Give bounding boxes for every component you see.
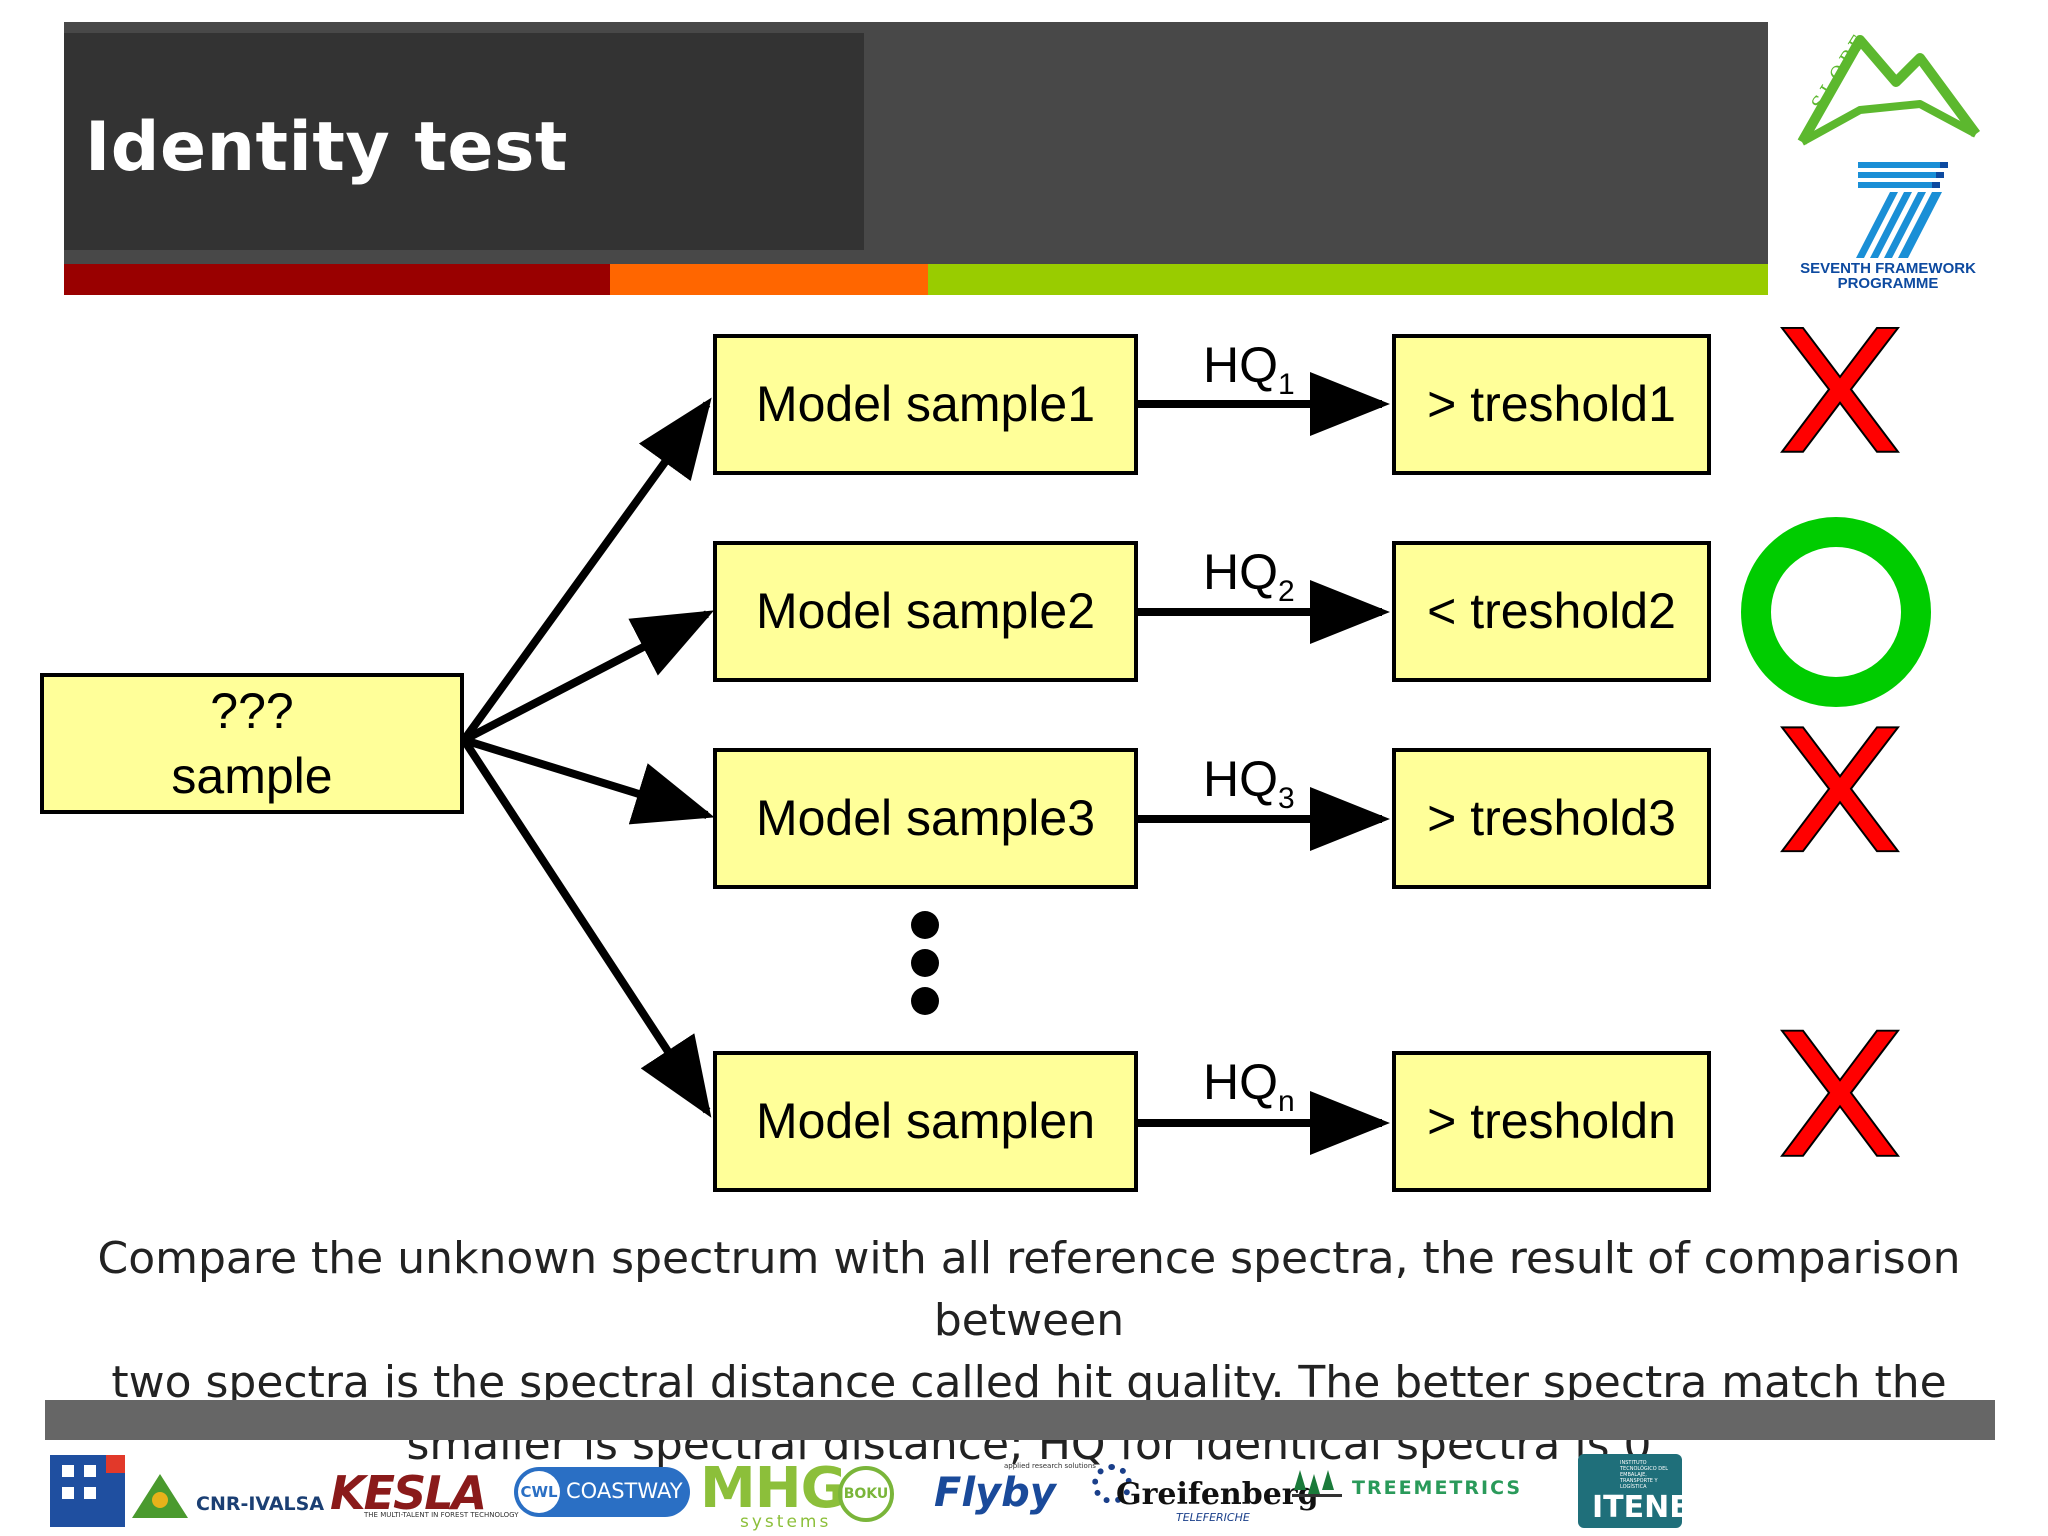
flyby-logo: Flyby bbox=[934, 1470, 1056, 1516]
model-sample-box: Model sample2 bbox=[713, 541, 1138, 682]
itene-tagline: INSTITUTO TECNOLÓGICO DEL EMBALAJE, TRAN… bbox=[1620, 1460, 1669, 1490]
title-panel bbox=[64, 33, 864, 250]
mhg-systems-text: systems bbox=[740, 1512, 832, 1532]
threshold-box: > treshold3 bbox=[1392, 748, 1711, 889]
slope-logo: SLOPE bbox=[1790, 28, 1986, 150]
itene-logo: INSTITUTO TECNOLÓGICO DEL EMBALAJE, TRAN… bbox=[1578, 1454, 1690, 1528]
fp7-line1: SEVENTH FRAMEWORK bbox=[1800, 260, 1976, 277]
greifenberg-logo: Greifenberg bbox=[1116, 1477, 1319, 1512]
caption-line1: Compare the unknown spectrum with all re… bbox=[97, 1233, 1961, 1346]
stripe-green bbox=[928, 264, 1768, 295]
gear-icon bbox=[1092, 1464, 1132, 1504]
itene-text: ITENE bbox=[1592, 1490, 1690, 1525]
fan-arrow-3 bbox=[462, 736, 715, 825]
treemetrics-trees-icon bbox=[1292, 1468, 1342, 1502]
hit-quality-label: HQ2 bbox=[1203, 543, 1295, 609]
building-logo-icon bbox=[50, 1455, 125, 1527]
kesla-logo: KESLA bbox=[330, 1466, 487, 1520]
hq-base: HQ bbox=[1203, 1054, 1278, 1110]
fp7-logo: SEVENTH FRAMEWORK PROGRAMME bbox=[1790, 158, 1990, 292]
hq-base: HQ bbox=[1203, 751, 1278, 807]
fan-arrow-2 bbox=[462, 610, 715, 744]
footer-bar bbox=[45, 1400, 1995, 1440]
caption-text: Compare the unknown spectrum with all re… bbox=[50, 1228, 2048, 1476]
circle-icon bbox=[1741, 517, 1931, 707]
cnr-ivalsa-logo-icon bbox=[130, 1472, 190, 1520]
cross-icon bbox=[1780, 326, 1900, 453]
slide-title: Identity test bbox=[85, 108, 568, 187]
boku-logo: BOKU bbox=[838, 1466, 894, 1522]
caption-line2: two spectra is the spectral distance cal… bbox=[111, 1357, 1947, 1408]
mhg-logo: MHG bbox=[700, 1456, 847, 1521]
hq-base: HQ bbox=[1203, 337, 1278, 393]
threshold-box: > treshold1 bbox=[1392, 334, 1711, 475]
greifenberg-tagline: TELEFERICHE bbox=[1176, 1511, 1250, 1524]
model-sample-box: Model samplen bbox=[713, 1051, 1138, 1192]
ellipsis-dot bbox=[911, 949, 939, 977]
threshold-box: > tresholdn bbox=[1392, 1051, 1711, 1192]
hq-subscript: 1 bbox=[1278, 368, 1295, 401]
hit-quality-label: HQ1 bbox=[1203, 336, 1295, 402]
coastway-text: COASTWAY bbox=[566, 1479, 683, 1503]
hq-subscript: 2 bbox=[1278, 575, 1295, 608]
cnr-ivalsa-logo: CNR-IVALSA bbox=[196, 1493, 325, 1515]
fp7-line2: PROGRAMME bbox=[1837, 275, 1939, 292]
unknown-sample-line2: sample bbox=[171, 747, 333, 804]
unknown-sample-line1: ??? bbox=[210, 682, 294, 739]
unknown-sample-box: ??? sample bbox=[40, 673, 464, 814]
coastway-logo: CWL COASTWAY bbox=[514, 1467, 690, 1517]
cross-icon bbox=[1780, 726, 1900, 853]
model-sample-box: Model sample1 bbox=[713, 334, 1138, 475]
stripe-red bbox=[64, 264, 610, 295]
stripe-orange bbox=[610, 264, 928, 295]
fan-arrow-4 bbox=[460, 737, 712, 1118]
ellipsis-dot bbox=[911, 987, 939, 1015]
hq-base: HQ bbox=[1203, 544, 1278, 600]
hit-quality-label: HQn bbox=[1203, 1053, 1295, 1119]
hq-subscript: n bbox=[1278, 1085, 1295, 1118]
model-sample-box: Model sample3 bbox=[713, 748, 1138, 889]
cross-icon bbox=[1780, 1029, 1900, 1157]
fan-arrow-1 bbox=[460, 397, 712, 743]
flyby-tagline: applied research solutions bbox=[1004, 1462, 1096, 1470]
kesla-tagline: THE MULTI-TALENT IN FOREST TECHNOLOGY bbox=[364, 1511, 519, 1519]
cwl-badge: CWL bbox=[518, 1471, 560, 1513]
ellipsis-dot bbox=[911, 911, 939, 939]
treemetrics-logo: TREEMETRICS bbox=[1352, 1477, 1523, 1499]
threshold-box: < treshold2 bbox=[1392, 541, 1711, 682]
hq-subscript: 3 bbox=[1278, 782, 1295, 815]
hit-quality-label: HQ3 bbox=[1203, 750, 1295, 816]
